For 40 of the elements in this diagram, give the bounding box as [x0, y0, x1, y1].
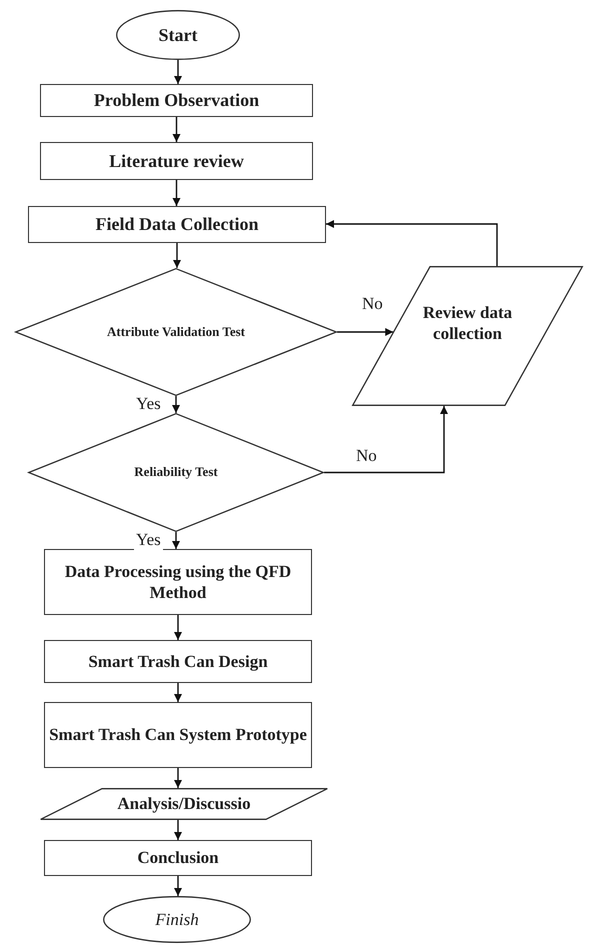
step-text: Finish	[155, 908, 199, 930]
decision-diamond	[28, 413, 324, 532]
process-box	[44, 840, 312, 876]
arrow	[172, 180, 180, 206]
arrow	[174, 60, 182, 84]
process-box	[40, 84, 313, 117]
arrow	[172, 117, 180, 142]
start-terminal	[116, 10, 240, 60]
step-text: Attribute Validation Test	[107, 324, 245, 340]
arrow	[172, 396, 180, 413]
process-box	[28, 206, 326, 243]
step-text: Smart Trash Can System Prototype	[49, 724, 307, 746]
step-text: Analysis/Discussio	[117, 793, 251, 815]
input-output-parallelogram	[352, 266, 583, 406]
arrow	[324, 406, 448, 474]
arrow	[326, 220, 498, 266]
arrow	[174, 615, 182, 640]
arrow	[174, 683, 182, 702]
input-output-parallelogram	[40, 788, 328, 820]
step-text: Reliability Test	[134, 464, 218, 481]
end-terminal	[103, 896, 251, 943]
step-text: Review data collection	[422, 302, 514, 344]
arrow	[337, 328, 394, 336]
step-text: Problem Observation	[94, 89, 260, 112]
arrow	[173, 243, 181, 268]
arrow	[174, 820, 182, 840]
arrow	[172, 532, 180, 549]
step-text: Conclusion	[137, 847, 219, 869]
step-text: Literature review	[109, 150, 244, 172]
step-text: Start	[158, 24, 198, 46]
process-box	[44, 702, 312, 768]
step-text: Smart Trash Can Design	[88, 650, 268, 672]
step-text: Data Processing using the QFD Method	[64, 560, 292, 604]
process-box	[44, 549, 312, 615]
arrow	[174, 768, 182, 788]
arrow	[174, 876, 182, 896]
decision-diamond	[15, 268, 337, 396]
process-box	[40, 142, 313, 180]
step-text: Field Data Collection	[96, 213, 258, 236]
process-box	[44, 640, 312, 683]
